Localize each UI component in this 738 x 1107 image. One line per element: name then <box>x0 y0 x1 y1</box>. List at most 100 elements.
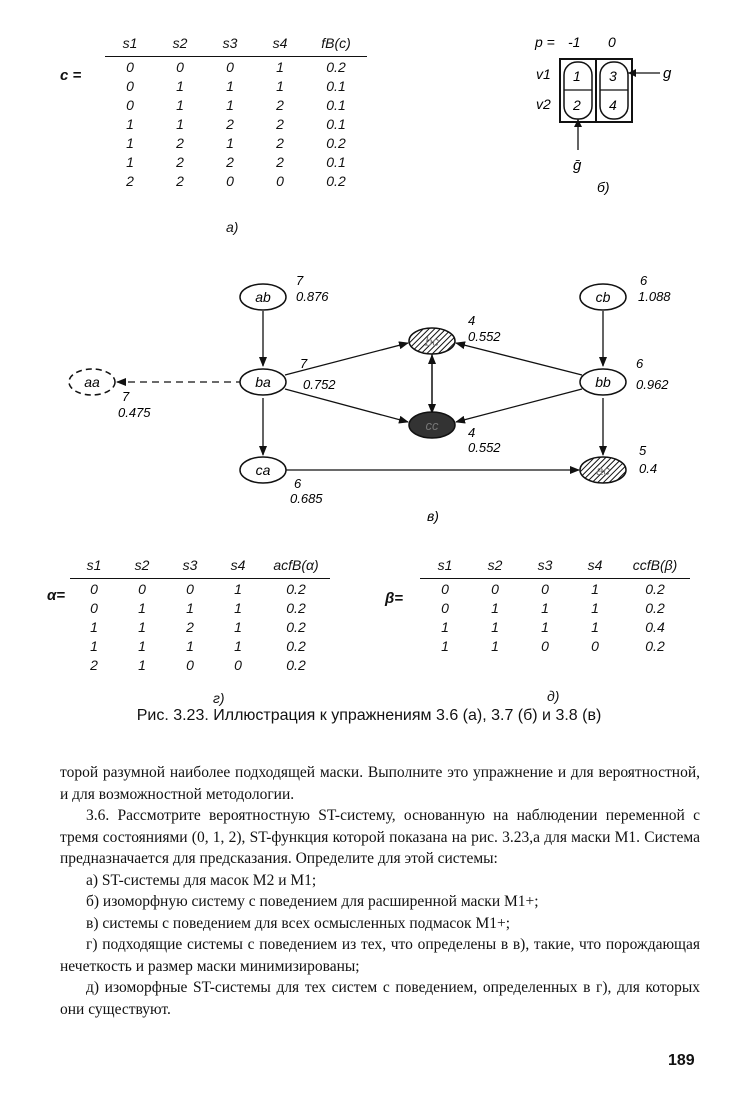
table-cell: 0 <box>126 58 134 75</box>
table-cell: 0 <box>491 580 499 597</box>
graph-node-ac: ac 5 0.4 <box>579 443 657 484</box>
table-cell: 1 <box>90 618 98 635</box>
table-cell: 1 <box>591 599 599 616</box>
graph-node-count: 6 <box>636 356 644 371</box>
column-header: s3 <box>537 557 553 573</box>
table-cell: 0 <box>176 58 184 75</box>
table-cell: 1 <box>176 77 184 94</box>
table-cell: 1 <box>138 637 146 654</box>
mask-g-label: g <box>663 65 672 82</box>
graph-node-value: 0.4 <box>639 461 657 476</box>
table-d-label: г) <box>213 690 225 706</box>
table-cell: 1 <box>226 134 234 151</box>
table-cell: 0 <box>541 637 549 654</box>
table-cell: 1 <box>491 618 499 635</box>
paragraph-exercise: 3.6. Рассмотрите вероятностную ST-систем… <box>60 807 700 867</box>
table-cell: 1 <box>138 656 146 673</box>
mask-p-value-0: 0 <box>608 34 616 50</box>
paragraph-intro: торой разумной наиболее подходящей маски… <box>60 764 700 803</box>
table-cell: 1 <box>491 637 499 654</box>
edge-bb-bc <box>455 341 583 376</box>
graph-node-count: 4 <box>468 313 475 328</box>
table-cell: 1 <box>276 77 284 94</box>
table-cell: 0.2 <box>286 656 306 673</box>
graph-node-label: cc <box>426 418 440 433</box>
table-cell: 1 <box>234 637 242 654</box>
table-cell: 1 <box>90 637 98 654</box>
table-cell: 0.2 <box>645 637 665 654</box>
graph-node-count: 5 <box>639 443 647 458</box>
table-cell: 1 <box>138 618 146 635</box>
table-cell: 0 <box>126 96 134 113</box>
table-cell: 1 <box>126 115 134 132</box>
graph-node-label: aa <box>84 374 100 390</box>
graph-node-count: 7 <box>122 389 130 404</box>
graph-node-value: 0.552 <box>468 440 501 455</box>
graph-node-aa: aa 70.475 <box>68 368 151 420</box>
list-item: в) системы с поведением для всех осмысле… <box>86 914 511 932</box>
table-cell: 1 <box>234 580 242 597</box>
graph-node-value: 0.475 <box>118 405 151 420</box>
table-cell: 1 <box>234 618 242 635</box>
table-cell: 0 <box>441 599 449 616</box>
table-cell: 1 <box>226 96 234 113</box>
table-cell: 2 <box>176 134 184 151</box>
table-cell: 2 <box>276 96 284 113</box>
table-cell: 0.2 <box>645 599 665 616</box>
table-cell: 2 <box>276 115 284 132</box>
graph-node-label: ac <box>596 463 610 478</box>
graph-node-value: 0.685 <box>290 491 323 506</box>
table-cell: 0 <box>90 580 98 597</box>
table-cell: 0 <box>541 580 549 597</box>
table-cell: 1 <box>176 115 184 132</box>
page-number: 189 <box>668 1052 695 1069</box>
table-cell: 0.1 <box>326 153 346 170</box>
table-cell: 1 <box>441 618 449 635</box>
table-d-row-label: α= <box>47 587 66 604</box>
table-cell: 0 <box>186 580 194 597</box>
table-cell: 2 <box>176 153 184 170</box>
graph-node-bc: bc 40.552 <box>408 313 501 355</box>
list-item: а) ST-системы для масок M2 и M1; <box>86 871 317 889</box>
table-cell: 0.2 <box>286 618 306 635</box>
table-cell: 2 <box>176 172 184 189</box>
graph-node-value: 0.552 <box>468 329 501 344</box>
mask-cell-1: 1 <box>573 68 581 84</box>
table-cell: 0.2 <box>326 58 346 75</box>
table-cell: 0.4 <box>645 618 665 635</box>
table-cell: 0.2 <box>286 599 306 616</box>
list-item: д) изоморфные ST-системы для тех систем … <box>60 979 700 1018</box>
mask-diagram: p = -1 0 v1 v2 1 3 2 4 g ḡ б) <box>534 34 672 195</box>
table-cell: 2 <box>90 656 98 673</box>
graph-node-label: bc <box>425 334 439 349</box>
table-cell: 0.2 <box>326 172 346 189</box>
column-header: s3 <box>222 35 238 51</box>
table-cell: 0.2 <box>286 637 306 654</box>
table-cell: 0 <box>138 580 146 597</box>
table-cell: 0.1 <box>326 96 346 113</box>
table-cell: 1 <box>186 637 194 654</box>
column-header: s3 <box>182 557 198 573</box>
graph-node-label: ba <box>255 374 271 390</box>
table-cell: 2 <box>226 153 234 170</box>
table-row: 1 1 1 1 0.2 <box>70 636 330 655</box>
